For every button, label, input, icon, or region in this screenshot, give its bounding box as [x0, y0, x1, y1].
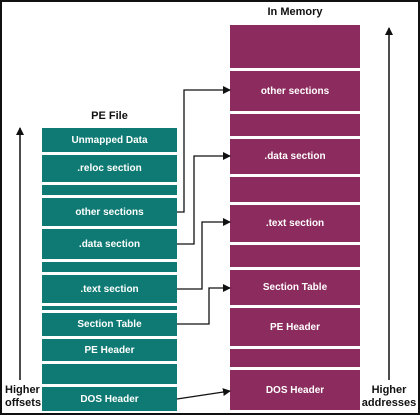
pe-cell-reloc-section: .reloc section	[42, 155, 177, 182]
mem-cell-text-section: .text section	[230, 205, 360, 242]
mem-cell-gap	[230, 177, 360, 202]
pe-cell-section-table: Section Table	[42, 313, 177, 336]
right-axis-label: Higher addresses	[360, 384, 418, 410]
pe-cell-unmapped-data: Unmapped Data	[42, 128, 177, 152]
mem-cell-gap	[230, 245, 360, 267]
left-axis-line1: Higher	[5, 384, 40, 396]
mem-cell-data-section: .data section	[230, 139, 360, 174]
pe-cell-gap	[42, 262, 177, 272]
pe-cell-data-section: .data section	[42, 229, 177, 259]
pe-cell-gap	[42, 185, 177, 195]
memory-column: other sections .data section .text secti…	[230, 25, 360, 413]
mem-cell-dos-header: DOS Header	[230, 370, 360, 410]
pe-cell-other-sections: other sections	[42, 198, 177, 226]
mem-cell-gap	[230, 349, 360, 367]
mem-cell-section-table: Section Table	[230, 270, 360, 305]
pe-cell-pe-header: PE Header	[42, 339, 177, 361]
left-axis-line2: offsets	[5, 397, 42, 409]
memory-title: In Memory	[267, 6, 323, 18]
right-axis-line2: addresses	[361, 397, 417, 409]
left-axis-label: Higher offsets	[5, 384, 41, 410]
pe-cell-gap	[42, 364, 177, 384]
mem-cell-other-sections: other sections	[230, 71, 360, 111]
pe-file-title: PE File	[91, 110, 128, 122]
pe-cell-dos-header: DOS Header	[42, 387, 177, 411]
right-axis-line1: Higher	[371, 384, 407, 396]
mem-cell-top	[230, 25, 360, 68]
pe-cell-text-section: .text section	[42, 275, 177, 303]
mem-cell-gap	[230, 114, 360, 136]
mem-cell-pe-header: PE Header	[230, 308, 360, 346]
pe-cell-gap	[42, 306, 177, 310]
pe-file-column: Unmapped Data .reloc section other secti…	[42, 128, 177, 412]
